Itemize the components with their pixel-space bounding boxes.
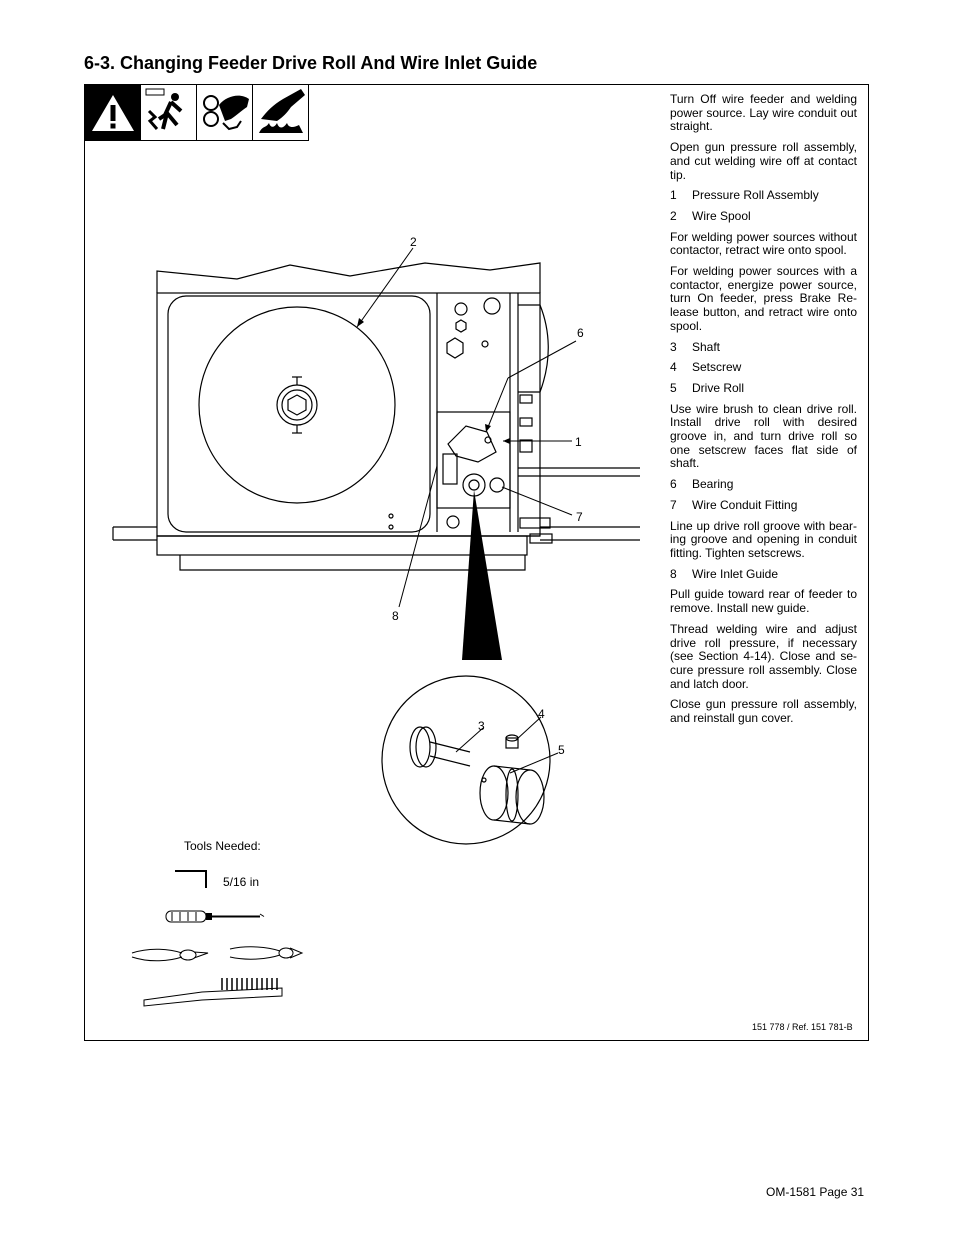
legend-number: 6 [670,477,677,492]
page-footer: OM-1581 Page 31 [766,1185,865,1199]
instruction-paragraph: Turn Off wire feeder and welding power s… [670,92,857,134]
callout-4: 4 [538,707,545,721]
instruction-paragraph: For welding power sources without contac… [670,229,857,258]
legend-item: 1 Pressure Roll Assembly [670,189,857,203]
legend-item: 4 Setscrew [670,361,857,375]
legend-number: 1 [670,188,677,203]
warning-triangle-icon [84,84,141,141]
callout-6: 6 [577,326,584,340]
legend-number: 2 [670,208,677,223]
instruction-paragraph: Open gun pressure roll assembly, and cut… [670,140,857,182]
instruction-paragraph: Close gun pressure roll assembly, and re… [670,697,857,726]
safety-icons [84,84,309,141]
figure-reference: 151 778 / Ref. 151 781-B [752,1022,853,1032]
pliers-icon [131,948,209,962]
legend-label: Setscrew [692,360,742,375]
legend-label: Bearing [692,477,734,492]
callout-3: 3 [478,719,485,733]
callout-7: 7 [576,510,583,524]
screwdriver-icon [165,910,265,923]
legend-number: 5 [670,380,677,395]
legend-number: 3 [670,339,677,354]
legend-label: Shaft [692,339,721,354]
moving-parts-icon [196,84,253,141]
legend-item: 6 Bearing [670,477,857,492]
legend-label: Wire Conduit Fitting [692,497,798,512]
feeder-drawing [112,247,640,845]
legend-label: Drive Roll [692,380,745,395]
legend-item: 5 Drive Roll [670,380,857,396]
legend-item: 3 Shaft [670,339,857,355]
legend-label: Wire Spool [692,208,751,223]
callout-5: 5 [558,743,565,757]
instruction-paragraph: For welding power sources with a contact… [670,264,857,333]
legend-label: Wire Inlet Guide [692,566,779,581]
legend-number: 8 [670,566,677,581]
section-title: 6-3. Changing Feeder Drive Roll And Wire… [84,53,538,73]
hot-parts-icon [252,84,309,141]
wire-brush-icon [143,978,283,1007]
callout-2: 2 [410,235,417,249]
instruction-paragraph: Pull guide toward rear of feeder to remo… [670,587,857,616]
hex-key-icon [175,870,207,888]
legend-number: 4 [670,360,677,375]
wire-cutters-icon [229,946,304,960]
legend-number: 7 [670,497,677,512]
legend-label: Pressure Roll Assembly [692,188,819,203]
hex-key-size: 5/16 in [223,875,260,889]
instructions-column: Turn Off wire feeder and welding power s… [670,92,857,733]
callout-1: 1 [575,435,582,449]
wire-spool [198,306,396,504]
legend-item: 2 Wire Spool [670,208,857,224]
tools-label: Tools Needed: [184,839,261,853]
legend-item: 7 Wire Conduit Fitting [670,497,857,513]
legend-item: 8 Wire Inlet Guide [670,566,857,582]
electric-shock-icon [140,84,197,141]
instruction-paragraph: Line up drive roll groove with bear-ing … [670,518,857,560]
callout-8: 8 [392,609,399,623]
instruction-paragraph: Thread welding wire and adjust drive rol… [670,621,857,691]
figure-frame [84,84,869,1041]
instruction-paragraph: Use wire brush to clean drive roll. Inst… [670,401,857,471]
